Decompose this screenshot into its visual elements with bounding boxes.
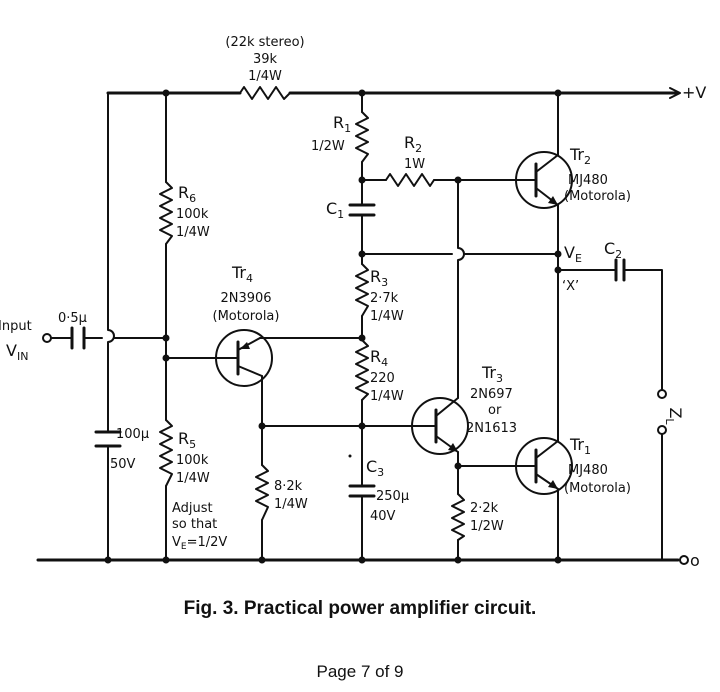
label-input: Input bbox=[0, 319, 32, 334]
label-vin: VIN bbox=[6, 341, 28, 363]
label-adjust-1: Adjust bbox=[172, 501, 213, 516]
junctions bbox=[104, 89, 562, 564]
resistor-8k2 bbox=[255, 464, 269, 521]
label-tr4: Tr4 bbox=[231, 263, 253, 285]
label-r1: R1 bbox=[333, 113, 351, 135]
label-adjust-2: so that bbox=[172, 517, 217, 532]
resistor-2k2 bbox=[451, 493, 465, 541]
label-c2: C2 bbox=[604, 239, 622, 261]
label-zl: ZL bbox=[663, 407, 685, 425]
label-r5: R5 bbox=[178, 429, 196, 451]
label-r4-power: 1/4W bbox=[370, 389, 404, 404]
transistor-tr4 bbox=[215, 329, 273, 387]
label-r3-power: 1/4W bbox=[370, 309, 404, 324]
label-r4-value: 220 bbox=[370, 371, 395, 386]
label-top-power: 1/4W bbox=[248, 69, 282, 84]
label-tr1-part: MJ480 bbox=[568, 463, 608, 478]
label-r6-value: 100k bbox=[176, 207, 209, 222]
label-dec-cap-voltage: 50V bbox=[110, 457, 136, 472]
label-adjust-3: VE=1/2V bbox=[172, 535, 227, 552]
resistor-r1 bbox=[355, 111, 369, 163]
capacitor-input bbox=[70, 326, 86, 350]
label-low-res-power: 1/2W bbox=[470, 519, 504, 534]
label-r2-power: 1W bbox=[404, 157, 425, 172]
label-tr2-part: MJ480 bbox=[568, 173, 608, 188]
label-tr3-alt: 2N1613 bbox=[466, 421, 517, 436]
label-tr3: Tr3 bbox=[481, 363, 503, 385]
load-terminal-top bbox=[657, 389, 667, 399]
resistor-r4 bbox=[355, 339, 369, 401]
label-top-value: 39k bbox=[253, 52, 278, 67]
label-r5-value: 100k bbox=[176, 453, 209, 468]
label-tr1-make: (Motorola) bbox=[564, 481, 631, 496]
figure-caption: Fig. 3. Practical power amplifier circui… bbox=[183, 598, 537, 619]
amplifier-schematic: (22k stereo) 39k 1/4W +V o R1 1/2W R2 1W… bbox=[0, 35, 706, 570]
resistor-r6 bbox=[159, 181, 173, 245]
label-low-res-value: 2·2k bbox=[470, 501, 499, 516]
label-ground: o bbox=[690, 551, 700, 570]
label-tr2: Tr2 bbox=[569, 145, 591, 167]
label-input-cap: 0·5μ bbox=[58, 311, 87, 326]
load-terminal-bottom bbox=[657, 425, 667, 435]
resistor-r2 bbox=[385, 173, 435, 187]
plus-v-arrow bbox=[669, 87, 681, 99]
label-mid-res-power: 1/4W bbox=[274, 497, 308, 512]
transistor-tr2 bbox=[509, 151, 573, 209]
page-number: Page 7 of 9 bbox=[316, 662, 404, 681]
resistor-top-39k bbox=[239, 86, 291, 100]
label-x-point: ‘X’ bbox=[562, 279, 579, 294]
label-c3-value: 250μ bbox=[376, 489, 409, 504]
resistor-r3 bbox=[355, 263, 369, 317]
resistor-r5 bbox=[159, 419, 173, 487]
capacitor-c1 bbox=[348, 203, 376, 217]
label-r6-power: 1/4W bbox=[176, 225, 210, 240]
label-c1: C1 bbox=[326, 199, 344, 221]
label-c3-voltage: 40V bbox=[370, 509, 396, 524]
input-terminal bbox=[42, 333, 52, 343]
label-r4: R4 bbox=[370, 347, 388, 369]
capacitor-c2 bbox=[614, 258, 626, 282]
label-tr3-or: or bbox=[488, 403, 502, 418]
label-r2: R2 bbox=[404, 133, 422, 155]
label-r6: R6 bbox=[178, 183, 196, 205]
capacitor-c3 bbox=[348, 454, 376, 501]
label-r1-power: 1/2W bbox=[311, 139, 345, 154]
label-tr4-make: (Motorola) bbox=[213, 309, 280, 324]
transistor-tr3 bbox=[411, 397, 469, 455]
label-tr1: Tr1 bbox=[569, 435, 591, 457]
label-dec-cap-value: 100μ bbox=[116, 427, 149, 442]
label-mid-res-value: 8·2k bbox=[274, 479, 303, 494]
label-tr2-make: (Motorola) bbox=[564, 189, 631, 204]
label-r5-power: 1/4W bbox=[176, 471, 210, 486]
label-tr4-part: 2N3906 bbox=[220, 291, 271, 306]
capacitor-decoupling bbox=[94, 430, 122, 467]
label-c3: C3 bbox=[366, 457, 384, 479]
label-ve: VE bbox=[564, 243, 582, 265]
ground-terminal bbox=[679, 555, 689, 565]
label-r3-value: 2·7k bbox=[370, 291, 399, 306]
transistor-tr1 bbox=[509, 437, 573, 495]
label-tr3-part: 2N697 bbox=[470, 387, 513, 402]
label-plus-v: +V bbox=[682, 83, 706, 102]
label-r3: R3 bbox=[370, 267, 388, 289]
label-top-stereo: (22k stereo) bbox=[225, 35, 304, 50]
